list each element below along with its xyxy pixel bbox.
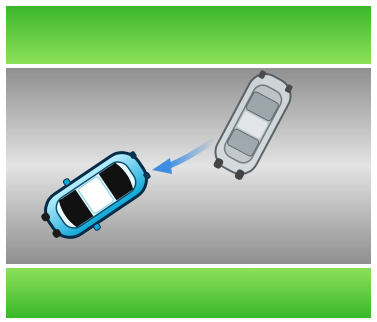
top-grass-strip [6, 6, 371, 64]
bottom-grass-strip [6, 268, 371, 318]
